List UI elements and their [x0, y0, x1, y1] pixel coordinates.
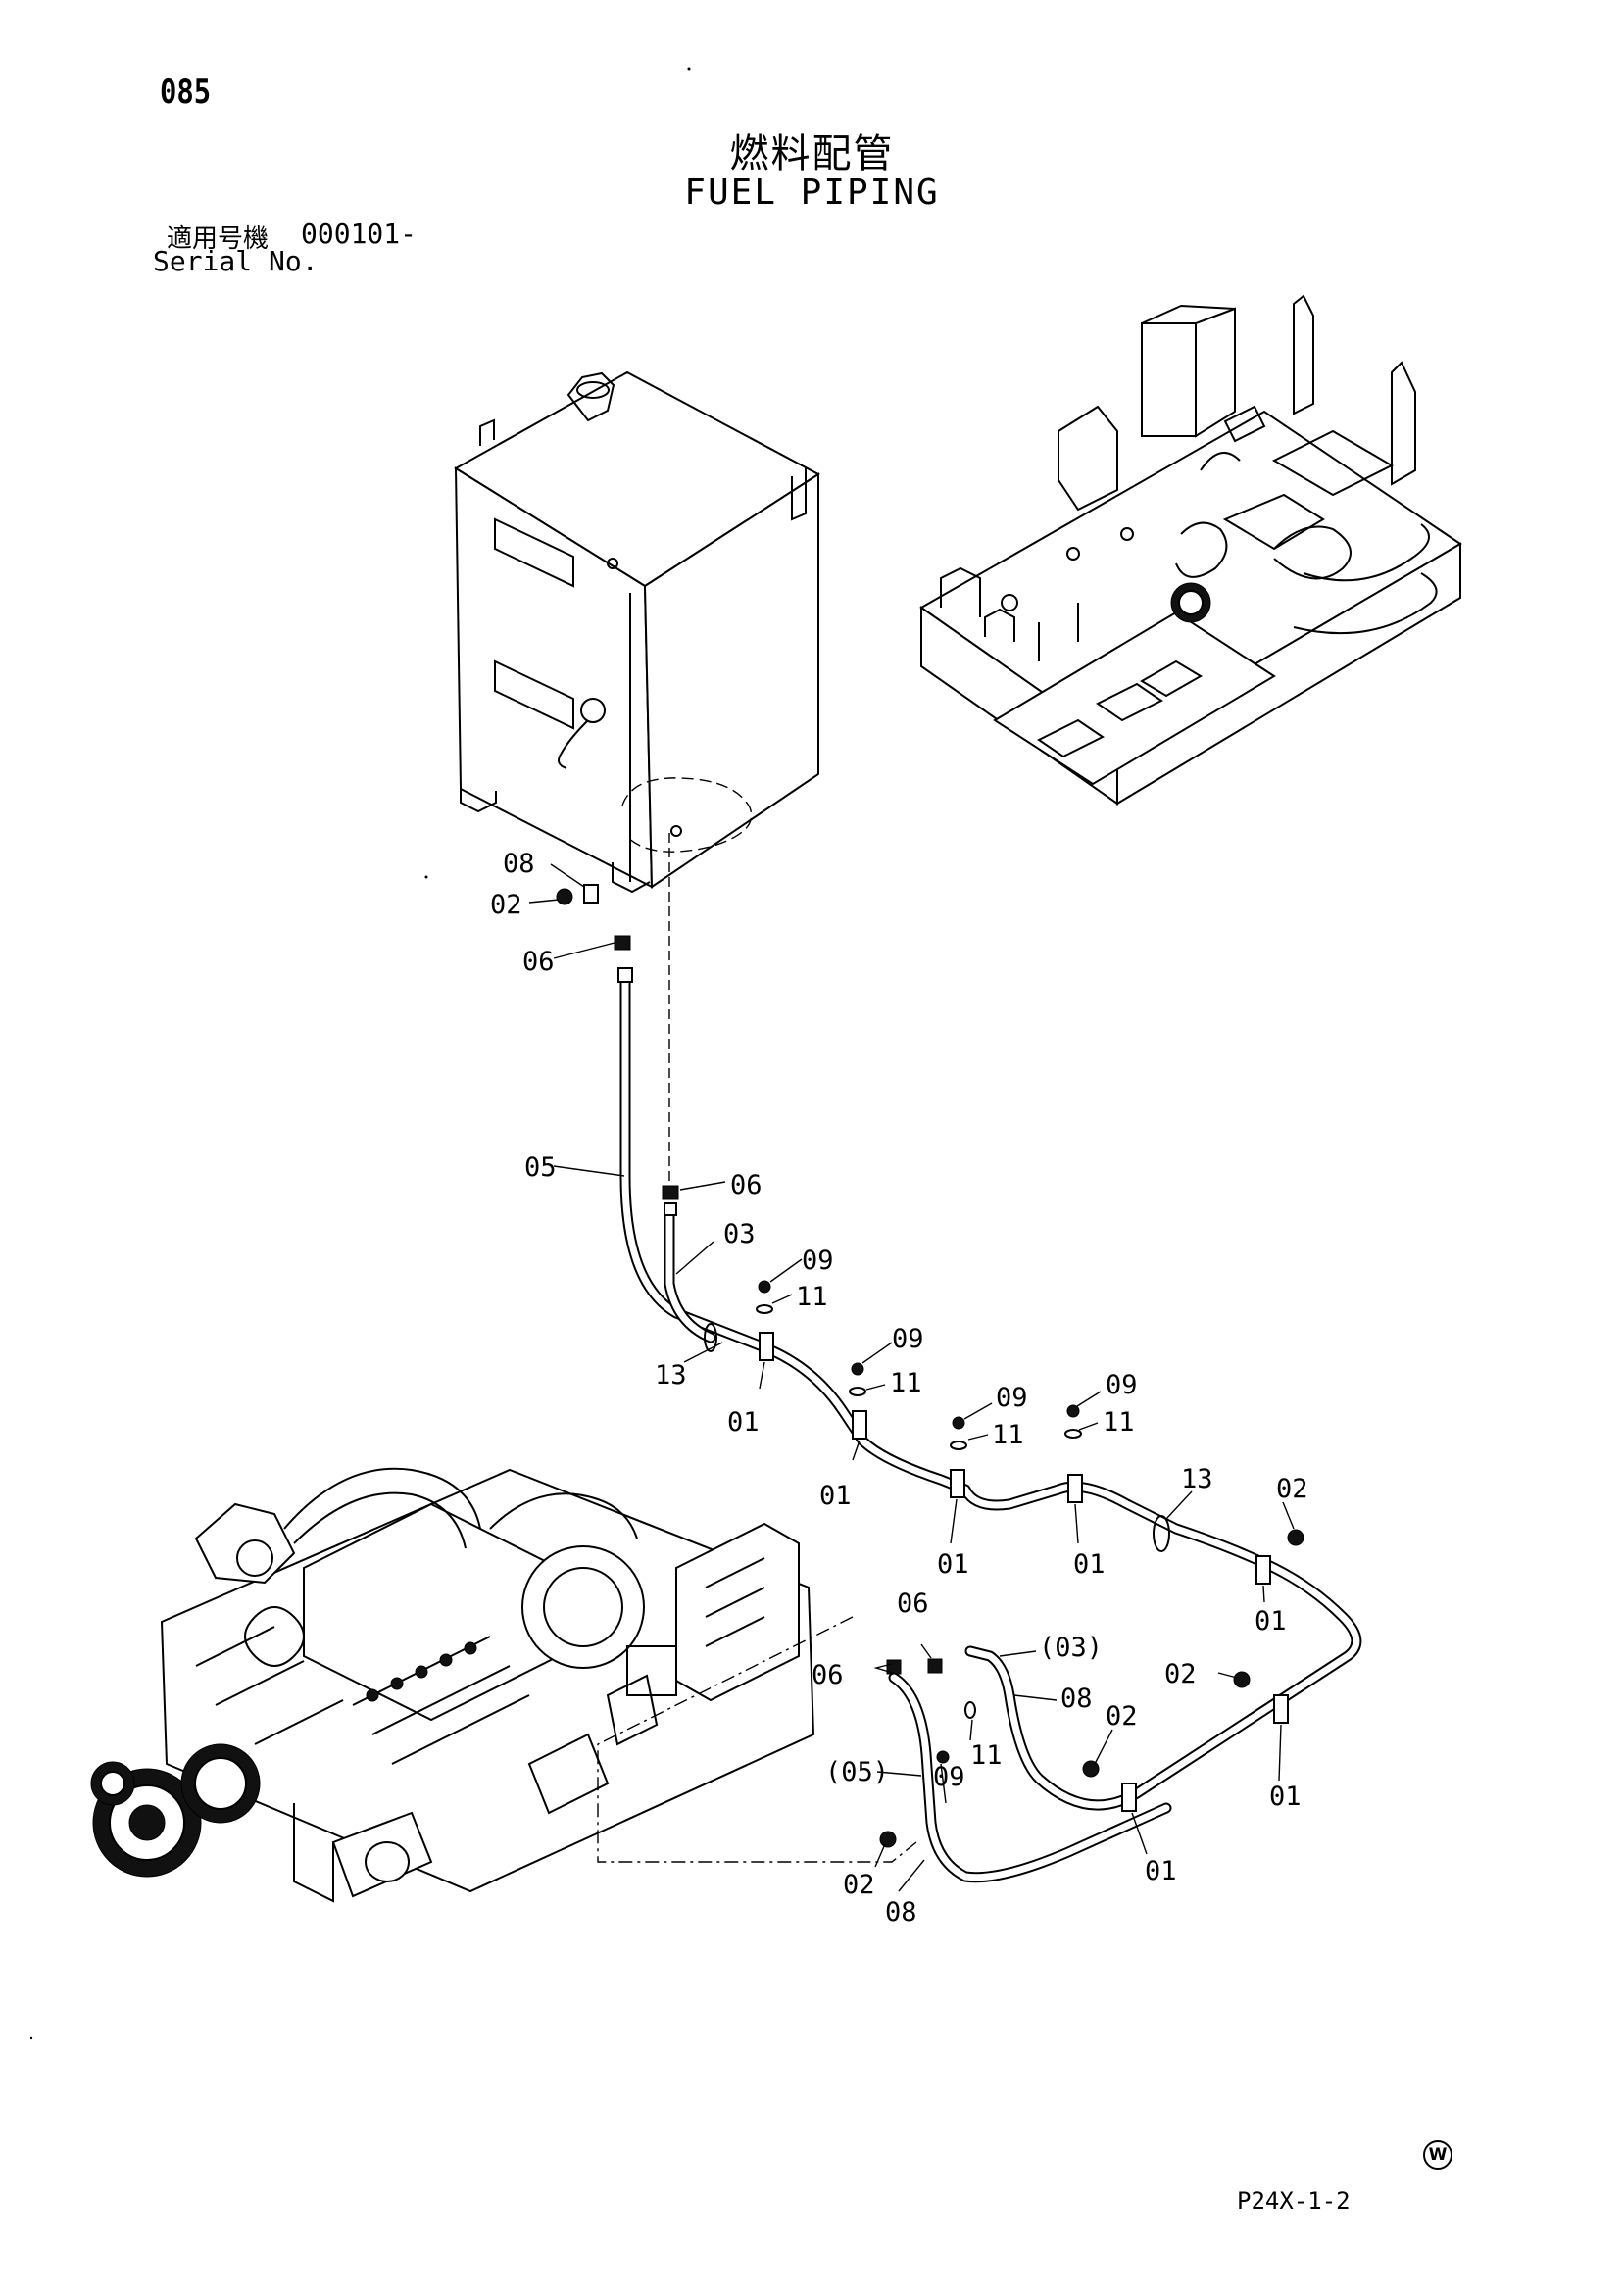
callout-01: 01	[1073, 1549, 1106, 1580]
callout-11: 11	[992, 1420, 1024, 1450]
callout-13: 13	[655, 1360, 687, 1391]
callout-06: 06	[897, 1588, 929, 1619]
serial-label: Serial No.	[153, 245, 319, 277]
callout-09: 09	[996, 1383, 1028, 1413]
page-title: FUEL PIPING	[684, 172, 940, 213]
callout-09: 09	[1106, 1370, 1138, 1400]
callout-01: 01	[1255, 1606, 1287, 1637]
callout-03-ref: (03)	[1039, 1633, 1103, 1663]
callout-08: 08	[885, 1897, 917, 1928]
callout-01: 01	[1145, 1856, 1177, 1886]
callout-08: 08	[503, 849, 535, 879]
callout-01: 01	[819, 1481, 852, 1511]
fuel-pipes	[619, 833, 1362, 1883]
callout-11: 11	[890, 1368, 922, 1398]
callout-13: 13	[1181, 1464, 1213, 1494]
callout-03: 03	[723, 1219, 756, 1249]
callout-08: 08	[1060, 1684, 1093, 1714]
callout-11: 11	[970, 1740, 1003, 1771]
callout-05-ref: (05)	[825, 1757, 889, 1787]
callout-11: 11	[796, 1282, 828, 1312]
leader-lines	[528, 863, 1295, 1892]
callout-05: 05	[524, 1152, 557, 1183]
callout-06: 06	[730, 1170, 763, 1200]
callout-02: 02	[1164, 1659, 1197, 1689]
engine-assembly	[90, 1467, 815, 1903]
callout-02: 02	[843, 1870, 875, 1900]
callout-01: 01	[727, 1407, 760, 1438]
callout-11: 11	[1103, 1407, 1135, 1438]
callout-09: 09	[933, 1762, 965, 1792]
serial-label-japanese: 適用号機	[167, 224, 270, 254]
callout-06: 06	[812, 1660, 844, 1690]
callout-02: 02	[1276, 1474, 1308, 1504]
callout-01: 01	[1269, 1782, 1302, 1812]
callout-labels: 08 02 06 05 06 03 09 11 13 01 09 11 01 0…	[490, 849, 1308, 1928]
fuel-tank	[454, 370, 820, 894]
callout-01: 01	[937, 1549, 969, 1580]
page-title-japanese: 燃料配管	[729, 131, 895, 176]
callout-06: 06	[522, 947, 555, 977]
w-mark-icon: W	[1423, 2140, 1452, 2170]
callout-09: 09	[892, 1324, 924, 1354]
fittings-and-bolts	[556, 884, 1304, 1848]
reference-lines	[597, 1616, 917, 1863]
serial-range: 000101-	[301, 218, 418, 250]
pipe-clamps	[704, 1323, 1289, 1812]
upper-frame-assembly	[919, 294, 1462, 806]
callout-02: 02	[1106, 1701, 1138, 1732]
page-number: 085	[160, 73, 212, 112]
drawing-code: P24X-1-2	[1237, 2187, 1351, 2215]
callout-02: 02	[490, 890, 522, 920]
callout-09: 09	[802, 1246, 834, 1276]
